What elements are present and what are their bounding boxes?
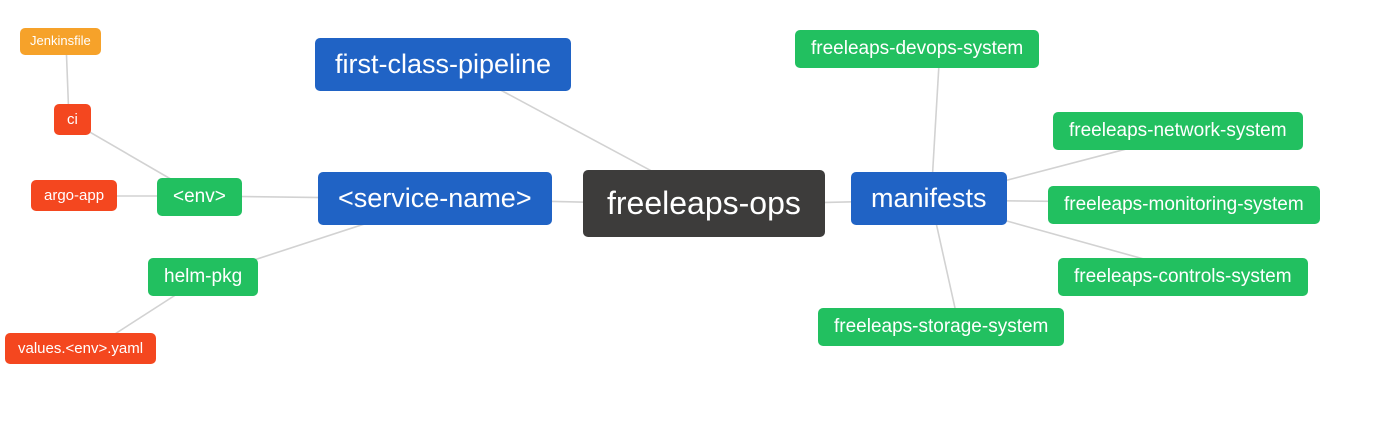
node-freeleaps-devops-system[interactable]: freeleaps-devops-system <box>795 30 1040 68</box>
node-freeleaps-network-system[interactable]: freeleaps-network-system <box>1053 112 1303 150</box>
node-freeleaps-monitoring-system[interactable]: freeleaps-monitoring-system <box>1048 186 1320 224</box>
node-helm-pkg[interactable]: helm-pkg <box>148 258 259 296</box>
node-jenkinsfile[interactable]: Jenkinsfile <box>20 28 101 55</box>
node-freeleaps-controls-system[interactable]: freeleaps-controls-system <box>1058 258 1308 296</box>
node-freeleaps-ops[interactable]: freeleaps-ops <box>583 170 825 237</box>
node-values-env-yaml[interactable]: values.<env>.yaml <box>5 333 157 365</box>
node-first-class-pipeline[interactable]: first-class-pipeline <box>315 38 572 92</box>
node-argo-app[interactable]: argo-app <box>31 180 118 212</box>
node-manifests[interactable]: manifests <box>851 172 1007 226</box>
node-freeleaps-storage-system[interactable]: freeleaps-storage-system <box>818 308 1065 346</box>
node-service-name[interactable]: <service-name> <box>318 172 552 226</box>
node-env[interactable]: <env> <box>157 178 242 216</box>
node-ci[interactable]: ci <box>54 104 91 136</box>
